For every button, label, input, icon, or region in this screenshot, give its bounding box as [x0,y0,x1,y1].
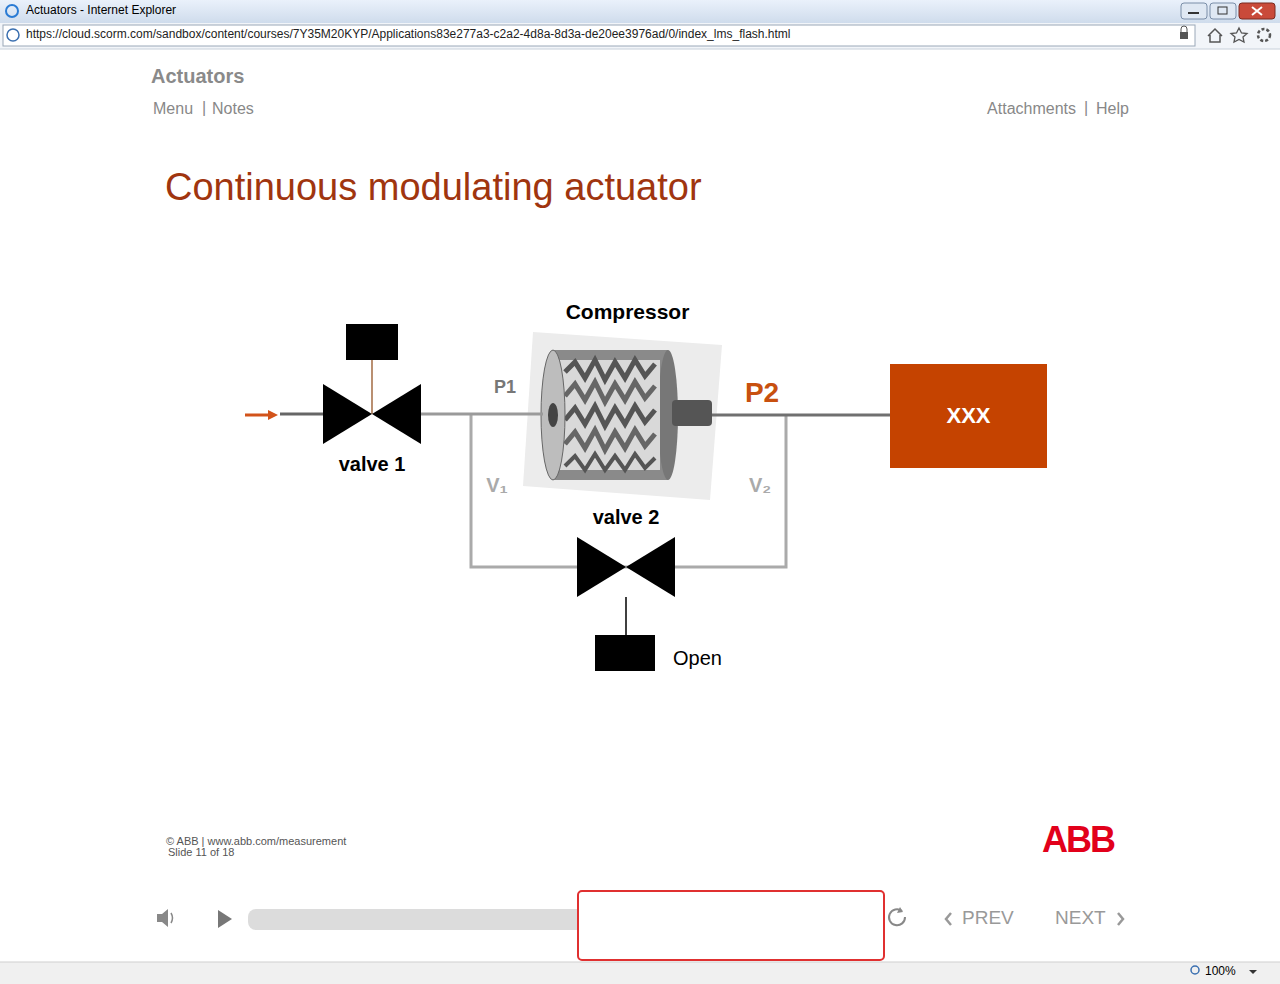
copyright-note: © ABB | www.abb.com/measurement [166,835,346,847]
slide-title: Continuous modulating actuator [165,167,702,209]
address-field [3,25,1195,46]
box-label: XXX [946,404,990,428]
compressor: Compressor [543,330,712,500]
status-border [0,962,1280,963]
notes-link: Notes [212,100,254,118]
actuator-box [346,324,398,360]
part-name: valve 1 [339,453,406,475]
title-bar [0,0,1280,23]
separator: | [1084,99,1088,117]
part-name: Compressor [566,300,690,323]
volume-label: V₁ [486,474,508,496]
pressure-label: P1 [494,378,516,398]
valve-half [577,537,626,597]
url-text: https://cloud.scorm.com/sandbox/content/… [26,28,790,41]
status-bar [0,962,1280,984]
window-title: Actuators - Internet Explorer [26,4,176,17]
lock-icon [1180,32,1188,39]
course-name: Actuators [151,65,244,87]
actuator-box [595,635,655,671]
valve-symbol [577,537,675,597]
favorites-icon [1231,28,1247,42]
toolbar [0,23,1280,49]
zoom-icon [1191,966,1199,974]
pipe-connector [421,413,543,416]
player-controls [157,891,1123,960]
valve-half [323,384,372,444]
flow-arrowhead [268,410,278,420]
next-button: NEXT [1055,908,1106,929]
valve-half [372,384,421,444]
valve-symbol [323,384,421,444]
browser-icon [6,5,18,17]
attachments-link: Attachments [987,100,1076,118]
process-box: XXX [890,364,1047,468]
valve-stem [371,360,372,414]
help-link: Help [1096,100,1129,118]
valve-stem [625,597,627,635]
window-buttons [1181,3,1275,19]
brand-logo: ABB [1042,820,1114,860]
toolbar-border [0,49,1280,50]
part-name: valve 2 [593,506,660,528]
slide-number: Slide 11 of 18 [168,846,234,858]
compressor-illustration [523,332,722,500]
pipe-connector [712,414,890,417]
pipe [280,413,323,416]
valve-state: Open [673,647,722,669]
volume-label: V₂ [749,474,771,496]
lock-shackle [1181,26,1187,32]
menu-link: Menu [153,100,193,118]
bypass-valve: valve 2 [577,537,675,597]
flow-arrow [245,414,270,417]
zoom-dropdown [1249,970,1257,974]
valve-half [626,537,675,597]
settings-icon [1258,29,1270,41]
prev-button: PREV [962,908,1014,929]
site-icon [7,29,19,41]
separator: | [202,99,206,117]
control-valve: valve 1 [323,384,421,444]
home-icon [1208,29,1222,42]
zoom-level: 100% [1205,965,1236,978]
pressure-label: P2 [745,378,779,409]
